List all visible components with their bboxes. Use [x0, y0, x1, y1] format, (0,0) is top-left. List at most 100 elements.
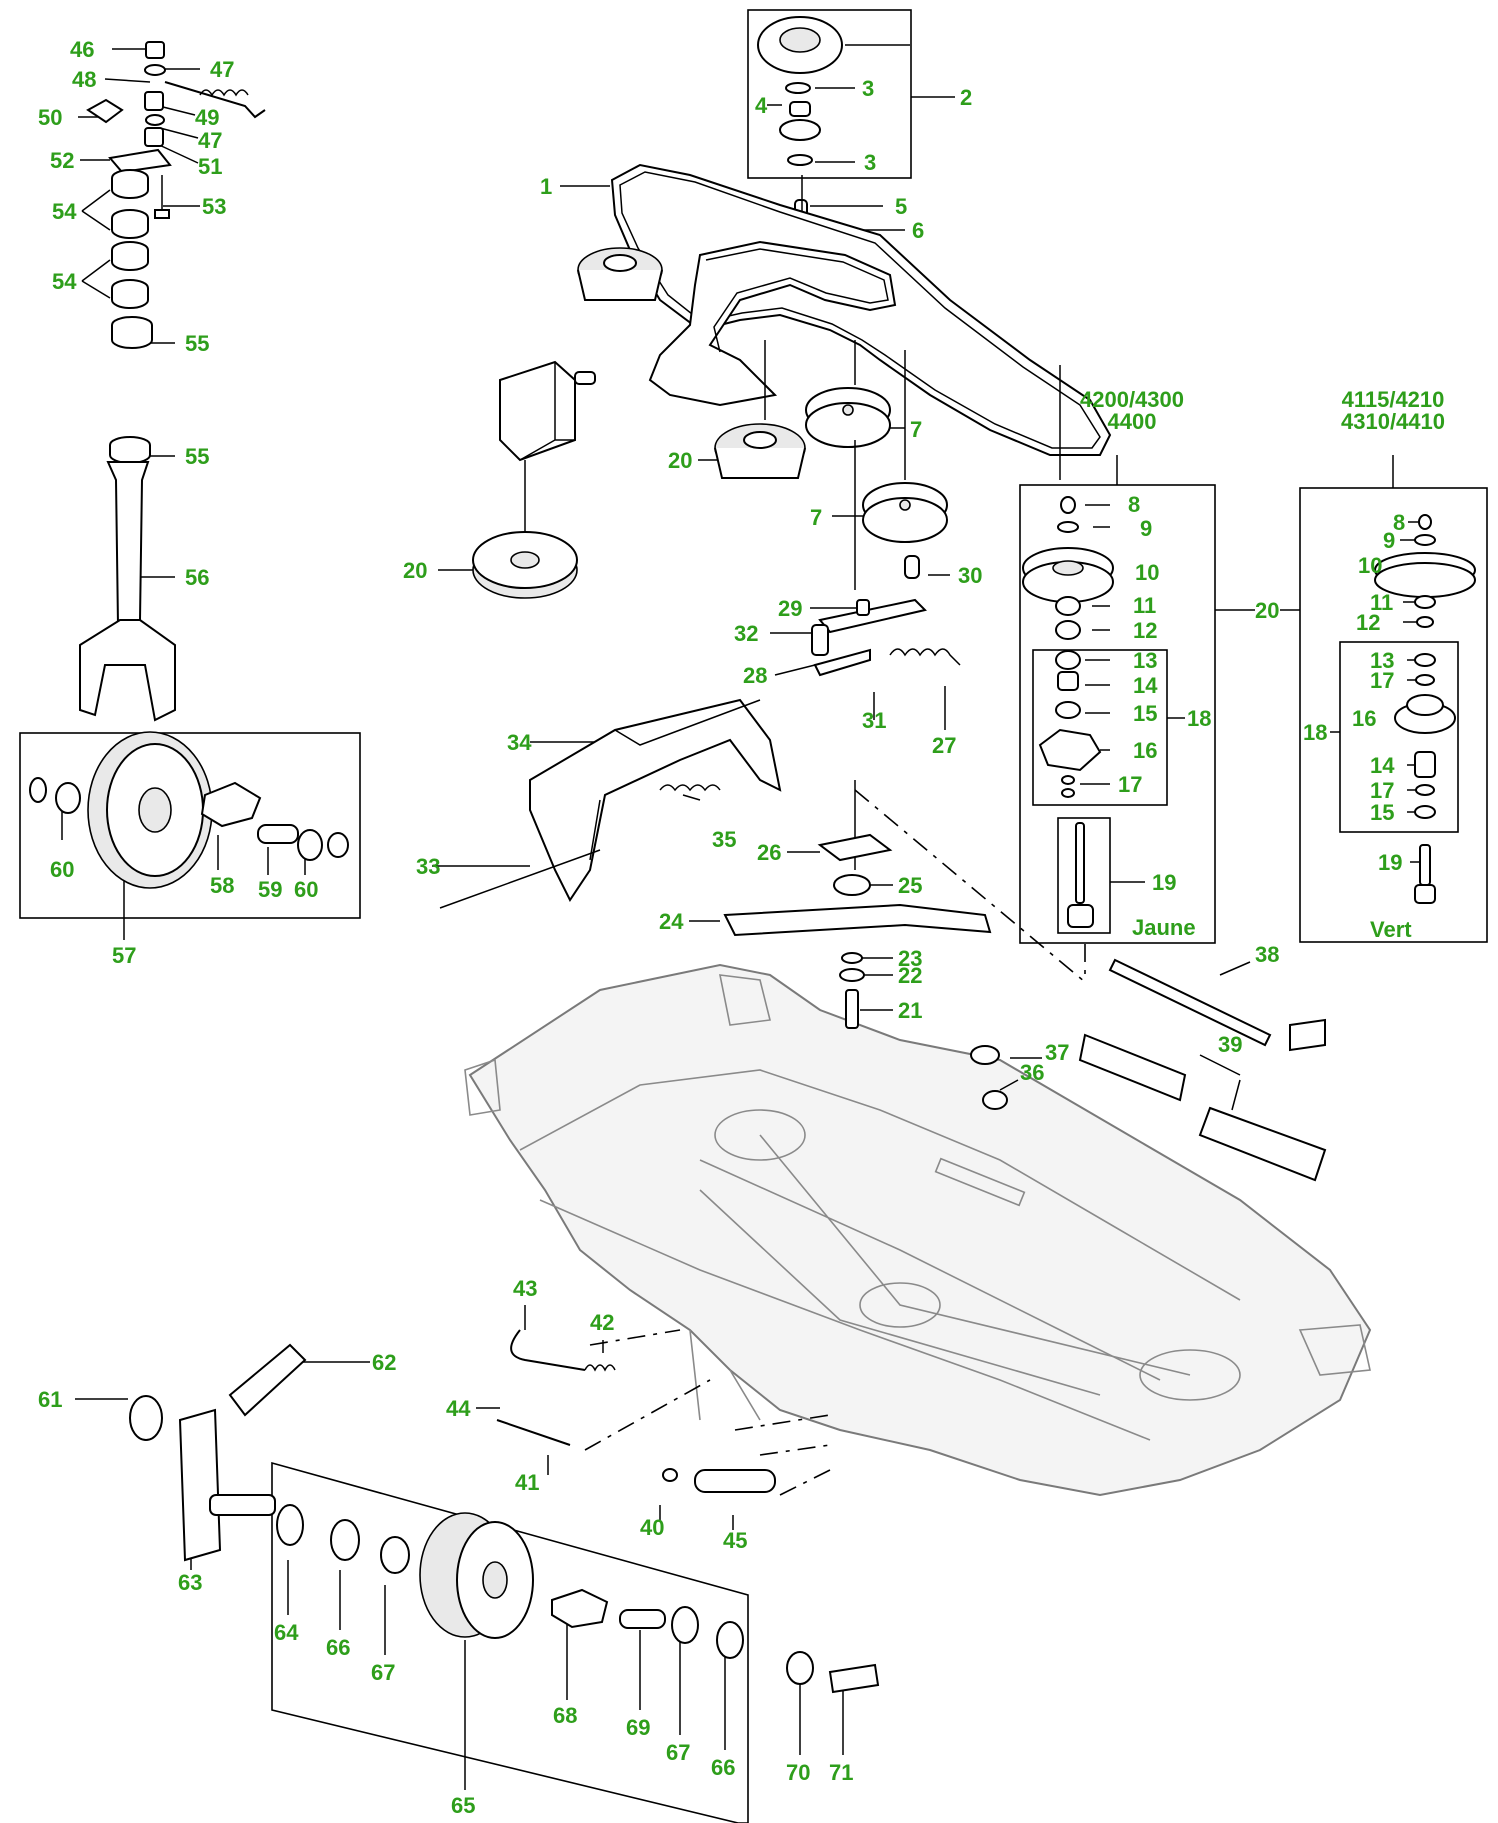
- callout-43: 43: [513, 1276, 537, 1301]
- callout-15: 15: [1133, 701, 1157, 726]
- callout-7: 7: [910, 417, 922, 442]
- callout-37: 37: [1045, 1040, 1069, 1065]
- callout-30: 30: [958, 563, 982, 588]
- green-color-label: Vert: [1370, 917, 1412, 942]
- callout-18: 18: [1303, 720, 1327, 745]
- callout-27: 27: [932, 733, 956, 758]
- callout-20: 20: [403, 558, 427, 583]
- callout-65: 65: [451, 1793, 475, 1818]
- callout-20: 20: [1255, 598, 1279, 623]
- callout-48: 48: [72, 67, 96, 92]
- callout-31: 31: [862, 708, 886, 733]
- callout-41: 41: [515, 1470, 539, 1495]
- callout-33: 33: [416, 854, 440, 879]
- green-bearing-subbox: [1339, 641, 1459, 833]
- callout-17: 17: [1118, 772, 1142, 797]
- yellow-color-label: Jaune: [1132, 915, 1196, 940]
- mower-deck: [464, 963, 1372, 1497]
- callout-47: 47: [198, 128, 222, 153]
- green-models-line2: 4310/4410: [1341, 409, 1445, 434]
- callout-62: 62: [372, 1350, 396, 1375]
- callout-22: 22: [898, 963, 922, 988]
- callout-52: 52: [50, 148, 74, 173]
- callout-13: 13: [1370, 648, 1394, 673]
- callout-69: 69: [626, 1715, 650, 1740]
- callout-21: 21: [898, 998, 922, 1023]
- parts: [29, 16, 1476, 1694]
- callout-19: 19: [1378, 850, 1402, 875]
- callout-59: 59: [258, 877, 282, 902]
- callout-44: 44: [446, 1396, 471, 1421]
- pulley-detail-box: [747, 9, 912, 179]
- callout-29: 29: [778, 596, 802, 621]
- callout-11: 11: [1370, 590, 1393, 615]
- callout-47: 47: [210, 57, 234, 82]
- callout-18: 18: [1187, 706, 1211, 731]
- callout-60: 60: [50, 857, 74, 882]
- callout-55: 55: [185, 444, 209, 469]
- callout-12: 12: [1356, 610, 1380, 635]
- callout-46: 46: [70, 37, 94, 62]
- callout-60: 60: [294, 877, 318, 902]
- callout-34: 34: [507, 730, 532, 755]
- callout-9: 9: [1383, 528, 1395, 553]
- callout-45: 45: [723, 1528, 747, 1553]
- callout-23: 23: [898, 946, 922, 971]
- callout-28: 28: [743, 663, 767, 688]
- callout-3: 3: [862, 76, 874, 101]
- callout-2: 2: [960, 85, 972, 110]
- callout-24: 24: [659, 909, 684, 934]
- callout-55: 55: [185, 331, 209, 356]
- callout-4: 4: [755, 93, 768, 118]
- callout-53: 53: [202, 194, 226, 219]
- callout-40: 40: [640, 1515, 664, 1540]
- callout-66: 66: [711, 1755, 735, 1780]
- callout-38: 38: [1255, 942, 1279, 967]
- yellow-models-line1: 4200/4300: [1080, 387, 1184, 412]
- callout-64: 64: [274, 1620, 299, 1645]
- callout-54: 54: [52, 269, 77, 294]
- callout-9: 9: [1140, 516, 1152, 541]
- callout-6: 6: [912, 218, 924, 243]
- callout-17: 17: [1370, 668, 1394, 693]
- gauge-wheel-detail-box: [19, 732, 361, 919]
- callout-61: 61: [38, 1387, 62, 1412]
- callout-70: 70: [786, 1760, 810, 1785]
- green-models-line1: 4115/4210: [1342, 387, 1445, 412]
- callout-49: 49: [195, 105, 219, 130]
- callout-5: 5: [895, 194, 907, 219]
- callout-16: 16: [1352, 706, 1376, 731]
- callout-16: 16: [1133, 738, 1157, 763]
- callout-67: 67: [666, 1740, 690, 1765]
- callout-11: 11: [1133, 593, 1156, 618]
- callout-8: 8: [1128, 492, 1140, 517]
- callout-14: 14: [1370, 753, 1395, 778]
- callout-57: 57: [112, 943, 136, 968]
- callout-12: 12: [1133, 618, 1157, 643]
- callout-13: 13: [1133, 648, 1157, 673]
- callout-32: 32: [734, 621, 758, 646]
- callout-71: 71: [829, 1760, 853, 1785]
- callout-1: 1: [540, 174, 552, 199]
- yellow-models-line2: 4400: [1108, 409, 1157, 434]
- callout-56: 56: [185, 565, 209, 590]
- callout-10: 10: [1358, 553, 1382, 578]
- callout-3: 3: [864, 150, 876, 175]
- callout-66: 66: [326, 1635, 350, 1660]
- callout-68: 68: [553, 1703, 577, 1728]
- callout-67: 67: [371, 1660, 395, 1685]
- roller-wheel-detail-box: [271, 1461, 749, 1823]
- callout-15: 15: [1370, 800, 1394, 825]
- callout-7: 7: [810, 505, 822, 530]
- callout-58: 58: [210, 873, 234, 898]
- yellow-shaft-subbox: [1057, 817, 1111, 934]
- callout-17: 17: [1370, 778, 1394, 803]
- callout-8: 8: [1393, 510, 1405, 535]
- callout-25: 25: [898, 873, 922, 898]
- callout-20: 20: [668, 448, 692, 473]
- callout-26: 26: [757, 840, 781, 865]
- callout-labels: 46 47 48 49 50 47 52 51 54 53 54 55 55 5…: [38, 37, 1445, 1818]
- callout-14: 14: [1133, 673, 1158, 698]
- callout-36: 36: [1020, 1060, 1044, 1085]
